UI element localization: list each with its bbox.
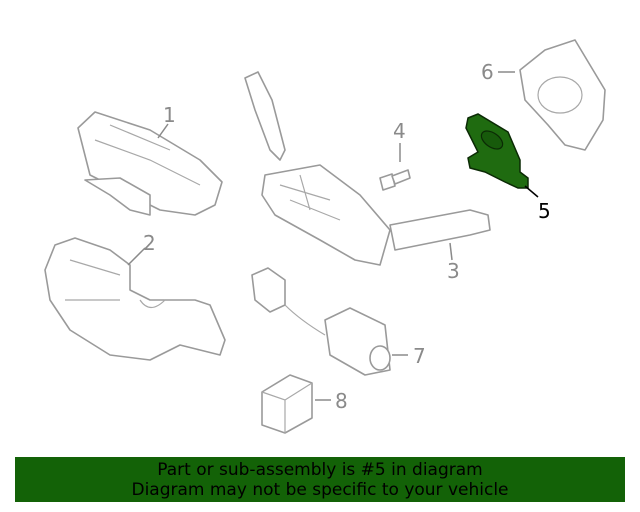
callout-7: 7: [413, 344, 426, 368]
part-4-bolt[interactable]: [379, 169, 411, 191]
part-7-switch-harness[interactable]: [251, 267, 391, 376]
callout-8: 8: [335, 389, 348, 413]
part-8-module[interactable]: [261, 374, 313, 434]
part-1-cluster-bezel[interactable]: [77, 111, 223, 216]
banner-line-2: Diagram may not be specific to your vehi…: [131, 480, 509, 500]
info-banner: Part or sub-assembly is #5 in diagram Di…: [15, 457, 625, 502]
part-3-combination-switch[interactable]: [244, 71, 491, 266]
callout-3: 3: [447, 259, 460, 283]
part-6-clock-spring[interactable]: [519, 39, 606, 151]
callout-6: 6: [481, 60, 494, 84]
banner-line-1: Part or sub-assembly is #5 in diagram: [157, 460, 483, 480]
part-5-clock-spring-sensor[interactable]: [465, 113, 529, 189]
callout-1: 1: [163, 103, 176, 127]
callout-2: 2: [143, 231, 156, 255]
part-2-column-cover[interactable]: [44, 237, 226, 361]
callout-4: 4: [393, 119, 406, 143]
callout-5: 5: [538, 199, 551, 223]
